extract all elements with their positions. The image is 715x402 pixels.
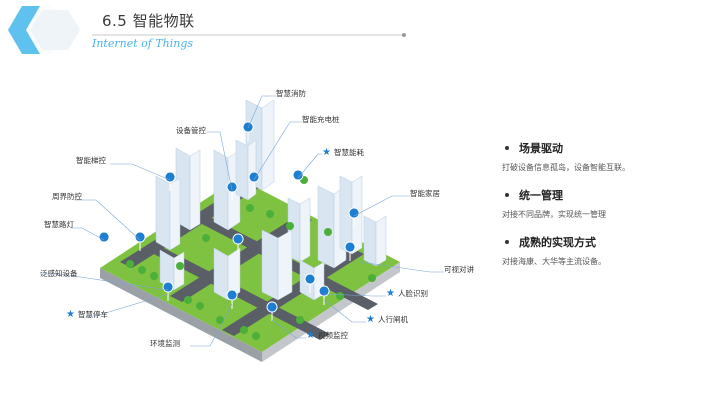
star-icon: ★ [322, 147, 331, 158]
callout-energy: ★智慧能耗 [322, 147, 364, 158]
callout-perimeter: 周界防控 [52, 192, 82, 201]
star-icon: ★ [386, 288, 395, 299]
callout-video-intercom: 可视对讲 [444, 265, 474, 274]
hexagon-decoration [8, 6, 84, 54]
page-title: 6.5 智能物联 [102, 12, 195, 30]
callout-env-monitor: 环境监测 [150, 339, 180, 348]
callout-device-control: 设备管控 [176, 126, 206, 135]
feature-desc: 对接海康、大华等主流设备。 [502, 257, 606, 266]
star-icon: ★ [66, 309, 75, 320]
feature-title: 成熟的实现方式 [519, 236, 596, 249]
callout-elevator-control: 智能梯控 [76, 156, 106, 165]
callout-sensing-devices: 泛感知设备 [40, 269, 78, 278]
feature-list: 场景驱动 打破设备信息孤岛，设备智能互联。 统一管理 对接不同品牌，实现统一管理… [502, 140, 702, 281]
callout-smart-home: 智能家居 [410, 189, 440, 198]
callout-ev-charger: 智能充电桩 [302, 115, 340, 124]
page-subtitle: Internet of Things [92, 37, 194, 50]
bullet-dot [505, 146, 509, 150]
callout-face-recognition: ★人脸识别 [386, 288, 428, 299]
title-underline [92, 33, 406, 37]
feature-item: 统一管理 对接不同品牌，实现统一管理 [502, 187, 702, 220]
callout-turnstile: ★人行闸机 [366, 314, 408, 325]
feature-desc: 打破设备信息孤岛，设备智能互联。 [502, 163, 630, 172]
callout-smart-fire: 智慧消防 [276, 89, 306, 98]
callout-street-light: 智慧路灯 [44, 220, 74, 229]
callout-smart-parking: ★智慧停车 [66, 309, 108, 320]
star-icon: ★ [366, 314, 375, 325]
star-icon: ★ [306, 330, 315, 341]
feature-item: 成熟的实现方式 对接海康、大华等主流设备。 [502, 234, 702, 267]
bullet-dot [505, 193, 509, 197]
bullet-dot [505, 240, 509, 244]
callout-video-surveillance: ★视频监控 [306, 330, 348, 341]
feature-title: 统一管理 [519, 189, 563, 202]
feature-title: 场景驱动 [519, 142, 563, 155]
feature-desc: 对接不同品牌，实现统一管理 [502, 210, 606, 219]
feature-item: 场景驱动 打破设备信息孤岛，设备智能互联。 [502, 140, 702, 173]
